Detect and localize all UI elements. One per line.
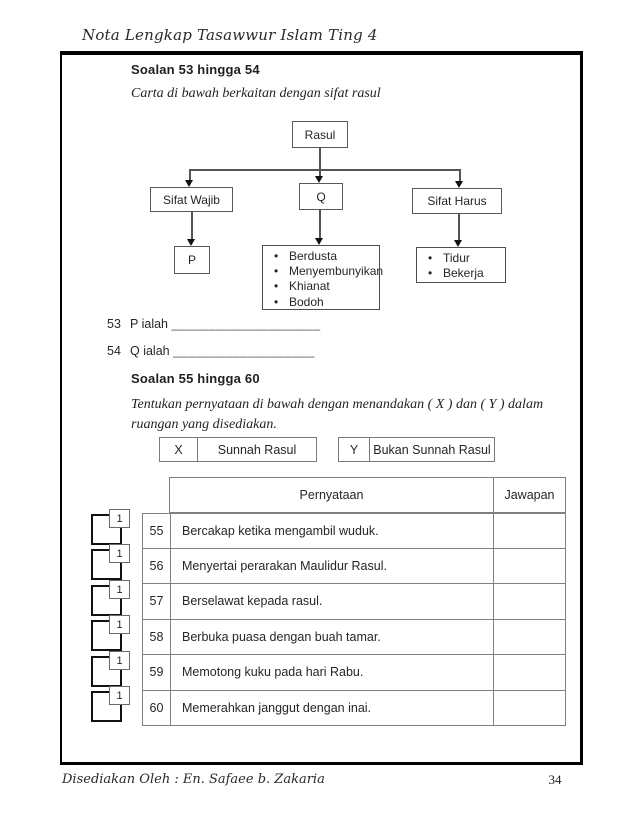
legend-key: Y xyxy=(339,438,370,461)
arrow-to-sifat-harus xyxy=(455,181,463,188)
row-statement: Berselawat kepada rasul. xyxy=(182,594,323,609)
list-item: Menyembunyikan xyxy=(263,264,383,279)
question-number: 54 xyxy=(107,344,121,358)
list-item: Bekerja xyxy=(417,266,505,281)
flowchart-box-sifat-harus: Sifat Harus xyxy=(412,188,502,214)
table-row: 55 Bercakap ketika mengambil wuduk. xyxy=(142,513,566,549)
flowchart-box-p: P xyxy=(174,246,210,274)
connector-right-drop xyxy=(459,169,461,181)
legend-key: X xyxy=(160,438,198,461)
row-number: 60 xyxy=(143,690,171,725)
list-item: Tidur xyxy=(417,251,505,266)
row-answer-cell xyxy=(493,548,565,583)
section1-title: Soalan 53 hingga 54 xyxy=(131,62,260,77)
row-number: 57 xyxy=(143,584,171,619)
legend-y: Y Bukan Sunnah Rasul xyxy=(338,437,495,462)
mark-value: 1 xyxy=(109,580,130,599)
table-row: 58 Berbuka puasa dengan buah tamar. xyxy=(142,619,566,655)
mark-value: 1 xyxy=(109,544,130,563)
column-header-statement: Pernyataan xyxy=(299,488,364,502)
mark-value: 1 xyxy=(109,686,130,705)
mark-value: 1 xyxy=(109,651,130,670)
q-bullet-list: Berdusta Menyembunyikan Khianat Bodoh xyxy=(262,245,383,310)
list-item: Berdusta xyxy=(263,249,379,264)
page-header-title: Nota Lengkap Tasawwur Islam Ting 4 xyxy=(82,26,378,44)
connector-left-drop xyxy=(189,169,191,180)
table-header-row: Pernyataan Jawapan xyxy=(169,477,566,513)
mark-box-60: 1 xyxy=(91,686,131,723)
list-item: Bodoh xyxy=(263,295,379,310)
row-number: 55 xyxy=(143,514,171,548)
question-54: 54 Q ialah ___________________ xyxy=(107,344,315,358)
table-row: 57 Berselawat kepada rasul. xyxy=(142,584,566,620)
footer-author: Disediakan Oleh : En. Safaee b. Zakaria xyxy=(62,772,325,787)
question-label: P ialah xyxy=(130,317,168,331)
mark-box-59: 1 xyxy=(91,651,131,688)
legend-label: Sunnah Rasul xyxy=(217,442,297,457)
question-53: 53 P ialah ____________________ xyxy=(107,317,321,331)
row-answer-cell xyxy=(493,655,565,690)
connector-harus-to-list xyxy=(458,214,460,240)
connector-q-to-list xyxy=(319,210,321,238)
question-label: Q ialah xyxy=(130,344,170,358)
flowchart-root-box: Rasul xyxy=(292,121,348,148)
arrow-to-q xyxy=(315,176,323,183)
row-number: 59 xyxy=(143,655,171,690)
mark-box-square xyxy=(91,514,122,545)
statements-table: 55 Bercakap ketika mengambil wuduk. 56 M… xyxy=(142,513,566,726)
legend-label: Bukan Sunnah Rasul xyxy=(373,442,491,457)
connector-wajib-to-p xyxy=(191,212,193,239)
arrow-to-harus-list xyxy=(454,240,462,247)
legend-x: X Sunnah Rasul xyxy=(159,437,317,462)
mark-box-56: 1 xyxy=(91,544,131,581)
mark-box-57: 1 xyxy=(91,580,131,617)
flowchart-box-sifat-wajib: Sifat Wajib xyxy=(150,187,233,212)
row-number: 58 xyxy=(143,619,171,654)
connector-mid-drop xyxy=(319,169,321,176)
row-answer-cell xyxy=(493,584,565,619)
table-row: 60 Memerahkan janggut dengan inai. xyxy=(142,690,566,726)
question-number: 53 xyxy=(107,317,121,331)
connector-branch-bar xyxy=(189,169,460,171)
harus-bullet-list: Tidur Bekerja xyxy=(416,247,506,283)
section2-title: Soalan 55 hingga 60 xyxy=(131,371,260,386)
answer-blank: ____________________ xyxy=(171,317,321,331)
row-answer-cell xyxy=(493,690,565,725)
arrow-to-p xyxy=(187,239,195,246)
arrow-to-q-list xyxy=(315,238,323,245)
row-statement: Menyertai perarakan Maulidur Rasul. xyxy=(182,558,387,573)
row-answer-cell xyxy=(493,619,565,654)
flowchart-box-q: Q xyxy=(299,183,343,210)
row-statement: Memotong kuku pada hari Rabu. xyxy=(182,665,364,680)
list-item: Khianat xyxy=(263,279,379,294)
row-statement: Bercakap ketika mengambil wuduk. xyxy=(182,523,379,538)
table-row: 59 Memotong kuku pada hari Rabu. xyxy=(142,655,566,691)
mark-value: 1 xyxy=(109,615,130,634)
row-statement: Berbuka puasa dengan buah tamar. xyxy=(182,629,381,644)
section2-instruction: Tentukan pernyataan di bawah dengan mena… xyxy=(131,397,544,432)
arrow-to-sifat-wajib xyxy=(185,180,193,187)
table-row: 56 Menyertai perarakan Maulidur Rasul. xyxy=(142,548,566,584)
connector-root-stem xyxy=(319,148,321,169)
mark-box-58: 1 xyxy=(91,615,131,652)
page-number: 34 xyxy=(548,772,562,787)
mark-box-55: 1 xyxy=(91,509,131,546)
column-header-answer: Jawapan xyxy=(493,478,565,512)
row-statement: Memerahkan janggut dengan inai. xyxy=(182,700,372,715)
section1-subtitle: Carta di bawah berkaitan dengan sifat ra… xyxy=(131,86,381,101)
row-number: 56 xyxy=(143,548,171,583)
answer-blank: ___________________ xyxy=(173,344,315,358)
content-frame xyxy=(60,51,583,765)
mark-value: 1 xyxy=(109,509,130,528)
row-answer-cell xyxy=(493,514,565,548)
